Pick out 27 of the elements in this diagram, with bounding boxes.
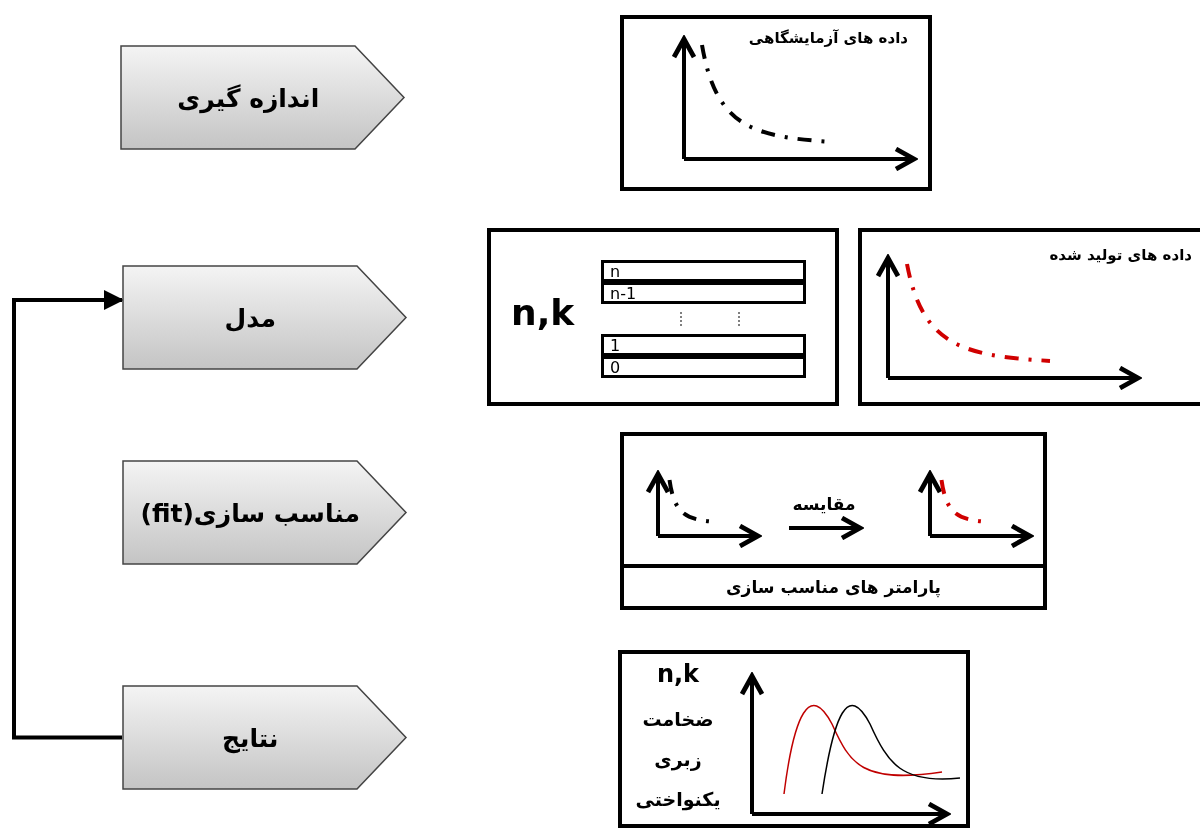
parameter-label: n,k: [511, 292, 575, 333]
panel-frame: [487, 228, 839, 406]
layer-index: n-1: [610, 284, 637, 303]
result-label: ضخامت: [642, 708, 714, 730]
layer-bar: [601, 356, 806, 378]
panel-frame: [620, 15, 932, 191]
result-label: زبری: [654, 748, 702, 770]
layer-bar: [601, 282, 806, 304]
parameter-label: n,k: [656, 660, 700, 688]
band-label: پارامتر های مناسب سازی: [726, 577, 941, 597]
chart-title: داده های تولید شده: [1049, 246, 1192, 264]
chart-title: داده های آزمایشگاهی: [748, 29, 908, 47]
layer-bar: [601, 334, 806, 356]
layer-bar: [601, 260, 806, 282]
layer-index: n: [610, 262, 621, 281]
result-label: یکنواختی: [635, 788, 721, 810]
step-label: مناسب سازی(fit): [140, 498, 360, 527]
panel-frame: [618, 650, 970, 828]
layer-index: 0: [610, 358, 621, 377]
compare-label: مقایسه: [792, 494, 856, 514]
step-label: مدل: [224, 303, 277, 332]
step-label: نتایج: [222, 723, 279, 752]
panel-frame: [620, 432, 1047, 610]
panel-frame: [858, 228, 1200, 406]
step-label: اندازه گیری: [177, 83, 320, 112]
layer-index: 1: [610, 336, 621, 355]
connector-arrow: [12, 290, 124, 740]
